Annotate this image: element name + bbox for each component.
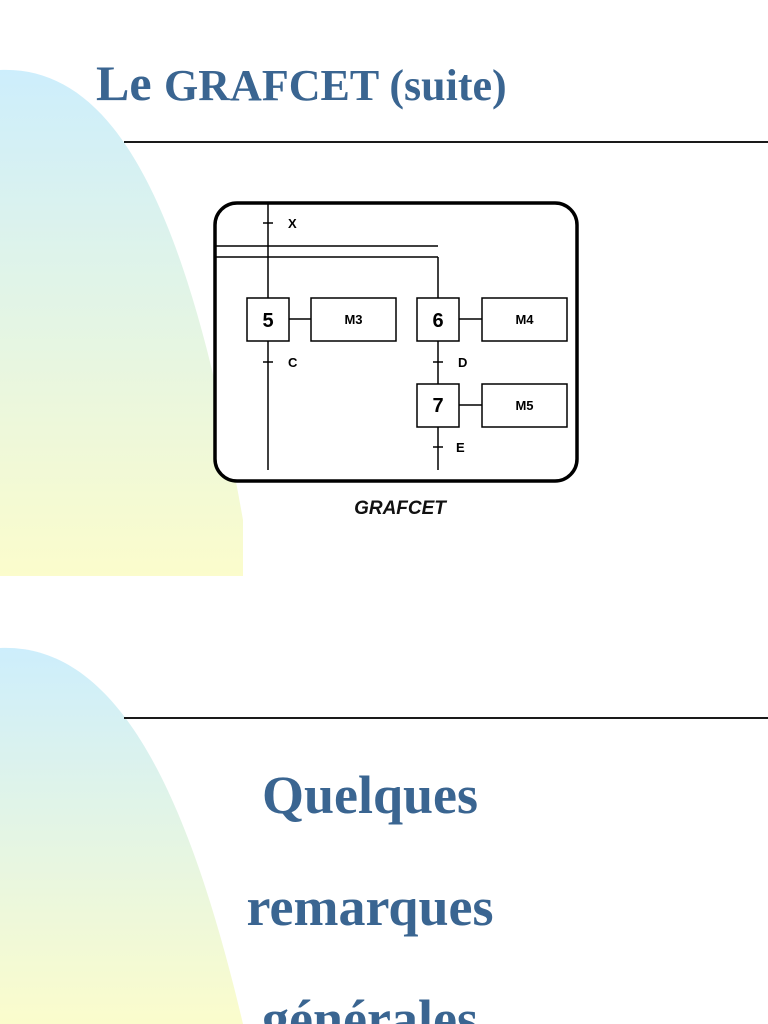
heading-line-1: Quelques (261, 765, 479, 825)
transition-d-label: D (458, 355, 467, 370)
transition-x-label: X (288, 216, 297, 231)
action-m4-label: M4 (515, 312, 534, 327)
background-shape (0, 647, 243, 1024)
step-5-number: 5 (262, 310, 273, 332)
slide-remarques: Quelques remarques générales (0, 590, 768, 1024)
action-m4-box (481, 297, 568, 342)
slide-title: Le GRAFCET (suite) (96, 58, 507, 108)
top-divider (124, 717, 768, 719)
transition-c-label: C (288, 355, 298, 370)
title-prefix: Le (96, 55, 152, 111)
title-main: GRAFCET (suite) (164, 61, 507, 110)
background-shape (0, 69, 243, 576)
diagram-caption: GRAFCET (354, 498, 446, 519)
step-7-box (416, 383, 460, 428)
action-m5-box (481, 383, 568, 428)
action-m5-label: M5 (515, 398, 533, 413)
slide-grafcet: Le GRAFCET (suite) X 5 M3 C 6 M4 D (0, 58, 768, 576)
grafcet-diagram: X 5 M3 C 6 M4 D 7 M5 E (213, 201, 579, 483)
step-7-number: 7 (432, 395, 443, 417)
action-m3-box (310, 297, 397, 342)
transition-e-label: E (456, 440, 465, 455)
heading-line-3: générales (262, 989, 478, 1024)
heading-line-2: remarques (246, 877, 494, 937)
title-divider (124, 141, 768, 143)
action-m3-label: M3 (344, 312, 362, 327)
diagram-frame (213, 201, 579, 483)
step-6-number: 6 (432, 310, 443, 332)
